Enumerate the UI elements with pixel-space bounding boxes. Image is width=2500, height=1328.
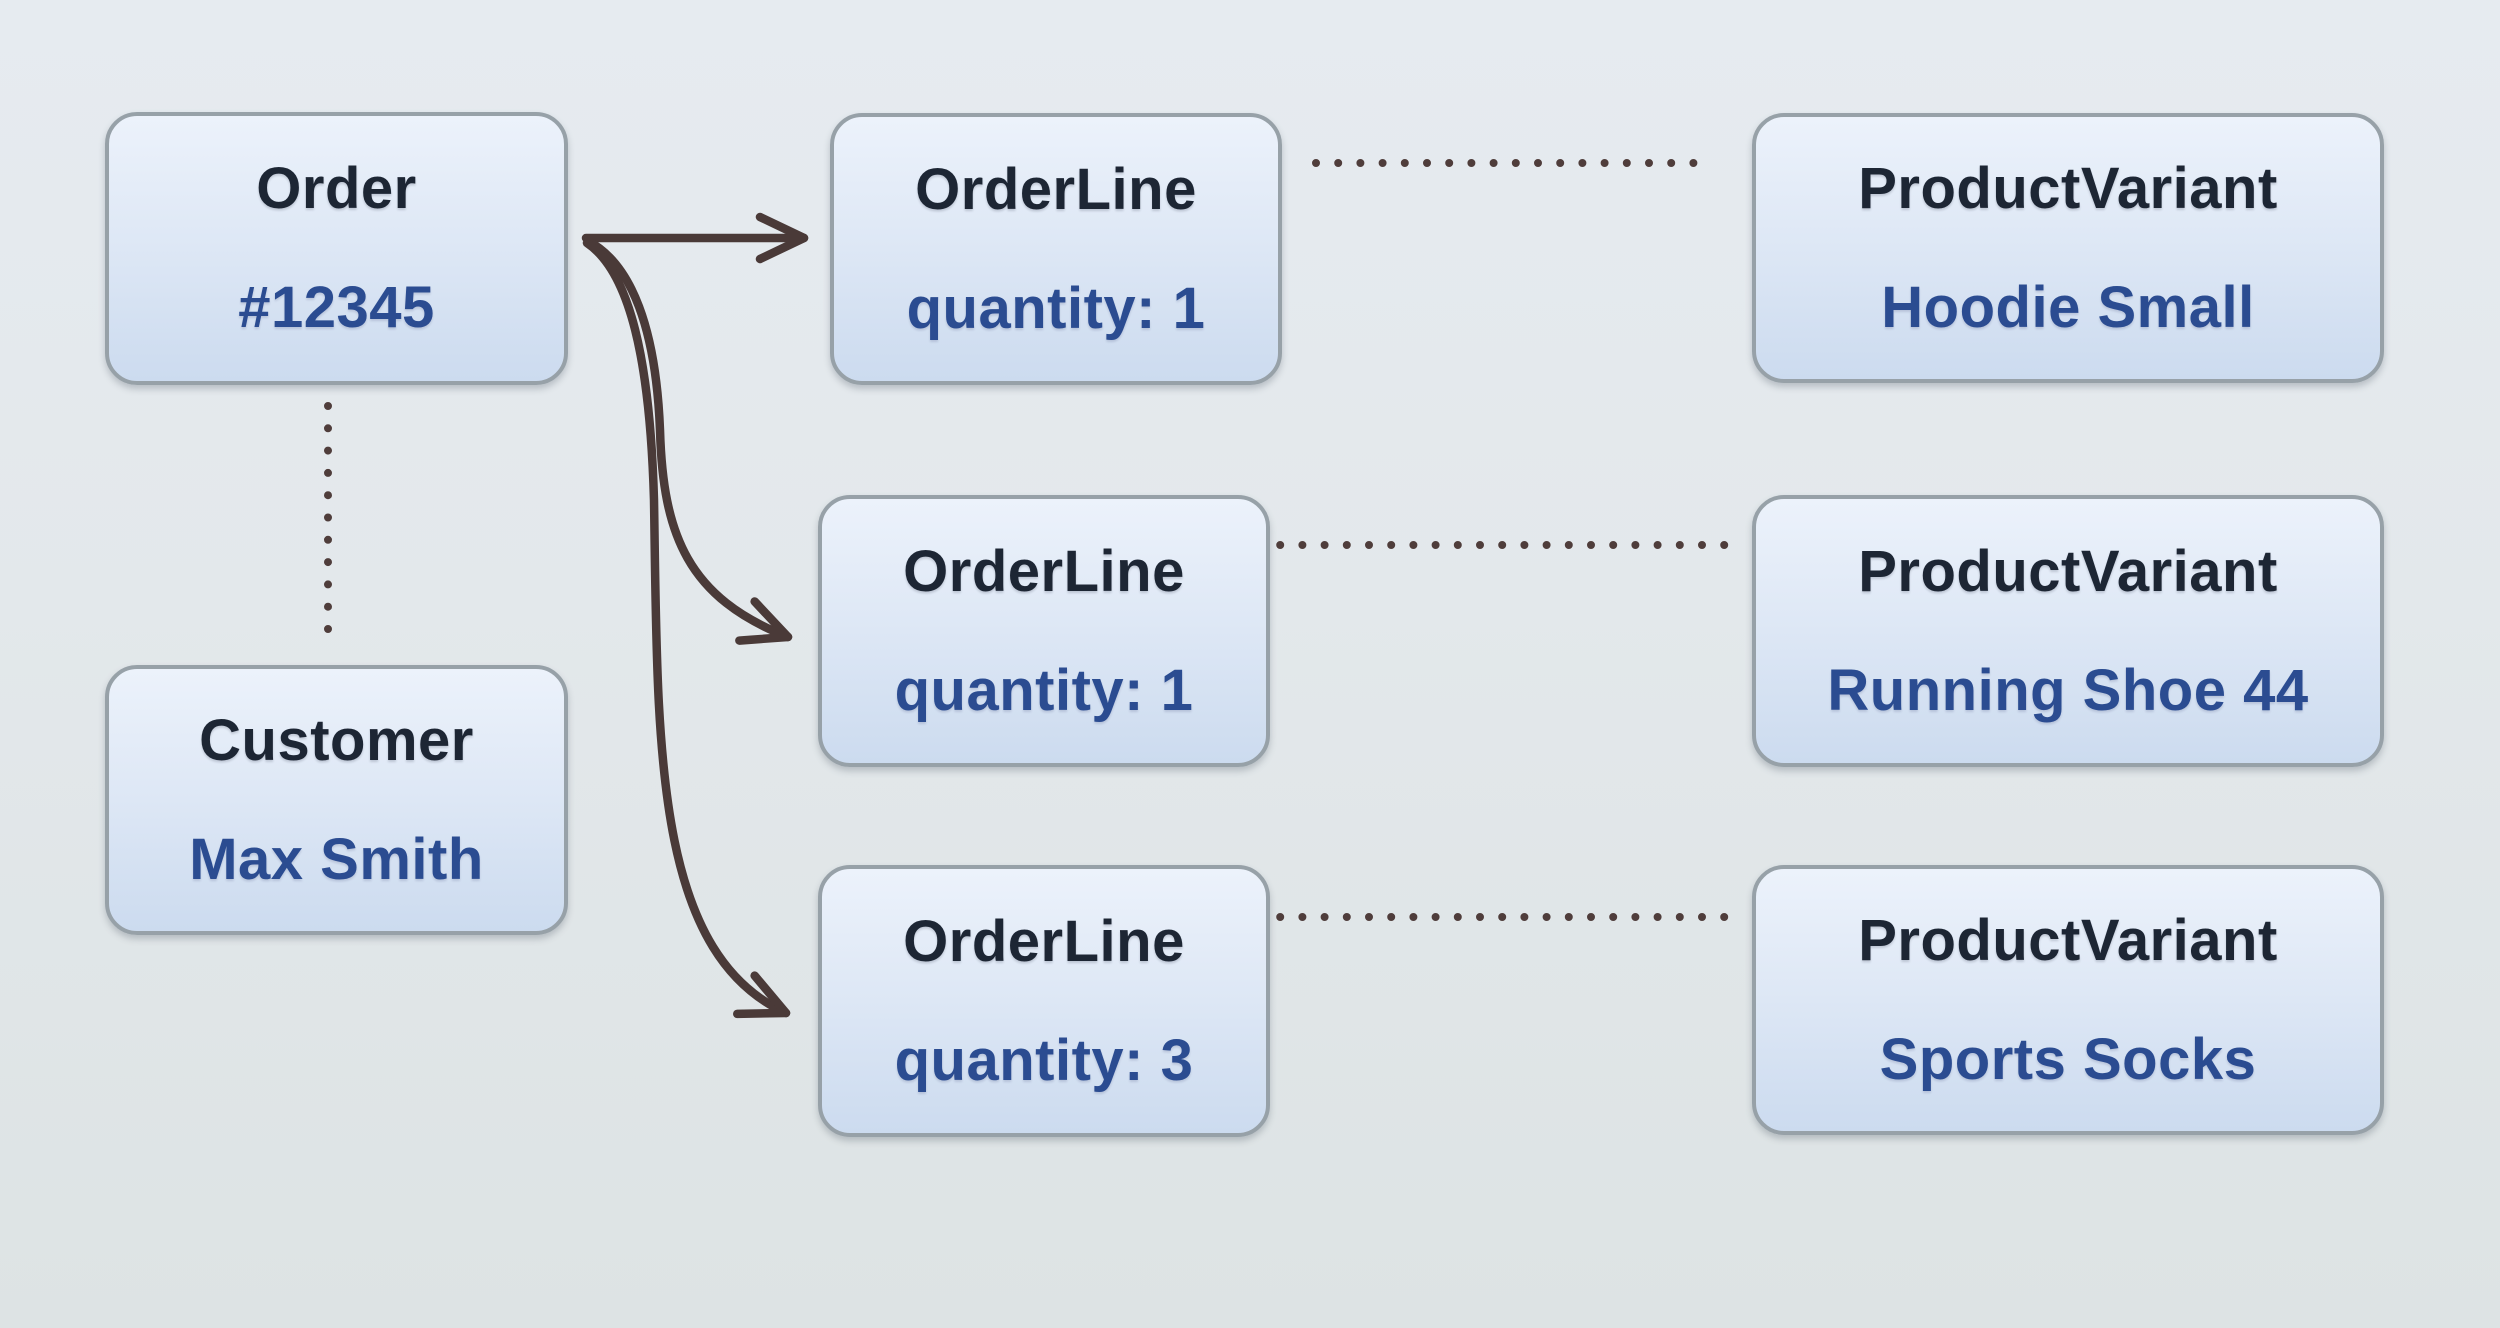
- productvariant-entity-value: Sports Socks: [1879, 1026, 2257, 1092]
- orderline-entity-value: quantity: 3: [894, 1027, 1194, 1093]
- order-entity-title: Order: [256, 156, 417, 221]
- orderline-entity-title: OrderLine: [915, 156, 1197, 222]
- order-entity-box: Order #12345: [105, 112, 568, 385]
- orderline-entity-box-3: OrderLine quantity: 3: [818, 865, 1270, 1137]
- customer-entity-value: Max Smith: [189, 826, 484, 892]
- customer-entity-title: Customer: [199, 707, 474, 773]
- orderline-entity-value: quantity: 1: [906, 275, 1206, 341]
- productvariant-entity-title: ProductVariant: [1858, 907, 2278, 973]
- orderline-entity-box-2: OrderLine quantity: 1: [818, 495, 1270, 767]
- productvariant-entity-title: ProductVariant: [1858, 155, 2278, 221]
- customer-entity-box: Customer Max Smith: [105, 665, 568, 935]
- order-orderline-arrow-3: [582, 238, 791, 1019]
- order-orderline-arrow-2: [583, 236, 793, 645]
- order-entity-value: #12345: [238, 275, 435, 340]
- orderline-entity-box-1: OrderLine quantity: 1: [830, 113, 1282, 385]
- productvariant-entity-value: Running Shoe 44: [1827, 657, 2309, 723]
- orderline-entity-title: OrderLine: [903, 908, 1185, 974]
- productvariant-entity-title: ProductVariant: [1858, 538, 2278, 604]
- productvariant-entity-value: Hoodie Small: [1881, 274, 2255, 340]
- orderline-entity-value: quantity: 1: [894, 657, 1194, 723]
- productvariant-entity-box-1: ProductVariant Hoodie Small: [1752, 113, 2384, 383]
- orderline-entity-title: OrderLine: [903, 538, 1185, 604]
- productvariant-entity-box-2: ProductVariant Running Shoe 44: [1752, 495, 2384, 767]
- productvariant-entity-box-3: ProductVariant Sports Socks: [1752, 865, 2384, 1135]
